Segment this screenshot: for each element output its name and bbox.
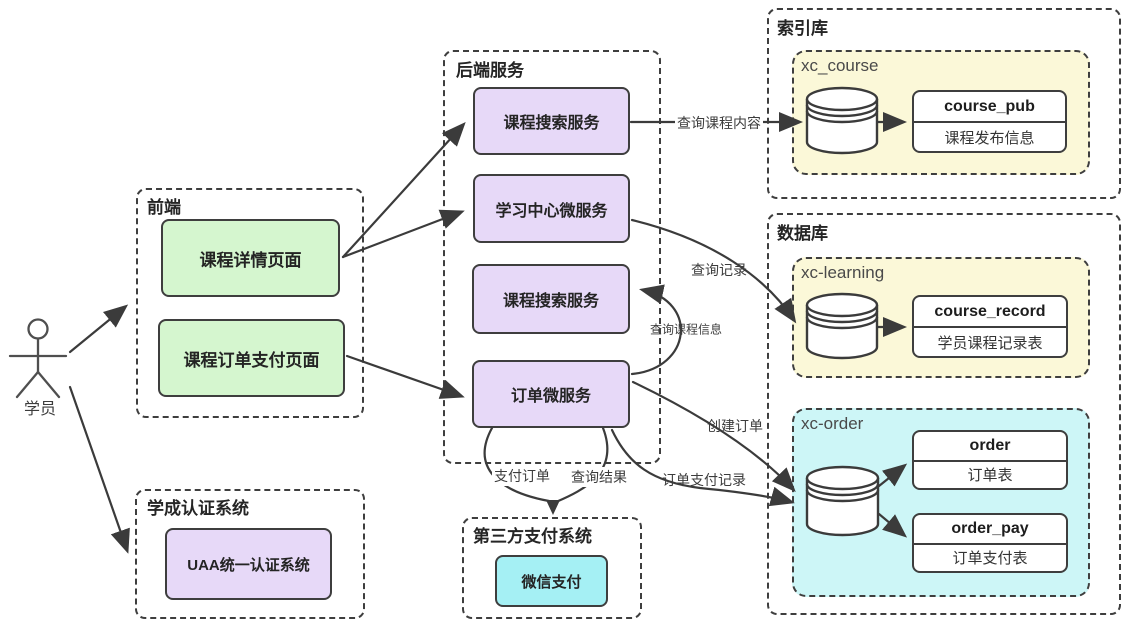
edge-label-query-result: 查询结果	[569, 467, 629, 487]
payment-group-title: 第三方支付系统	[473, 527, 592, 546]
order-table-row: 订单表	[967, 467, 1013, 485]
actor-label: 学员	[23, 401, 57, 418]
edge-label-query-course-info: 查询课程信息	[649, 322, 723, 337]
edge-actor-to-auth	[68, 385, 130, 554]
xc-course-db-name: xc_course	[801, 56, 879, 75]
auth-group	[135, 489, 365, 619]
backend-group-title: 后端服务	[456, 61, 524, 80]
order-pay-table-header: order_pay	[914, 515, 1066, 545]
course-pub-table-row: 课程发布信息	[944, 129, 1035, 147]
learning-center-service-node: 学习中心微服务	[473, 174, 630, 243]
uaa-auth-system-node: UAA统一认证系统	[165, 528, 332, 600]
course-record-table-row: 学员课程记录表	[937, 334, 1043, 352]
frontend-group	[136, 188, 364, 418]
payment-group	[462, 517, 642, 619]
edge-label-create-order: 创建订单	[707, 418, 763, 434]
edge-label-query-course-content: 查询课程内容	[675, 113, 763, 133]
edge-label-query-record: 查询记录	[691, 262, 747, 278]
course-search-service-node-2: 课程搜索服务	[472, 264, 630, 334]
edge-payment-arrowhead	[546, 500, 560, 515]
index-store-group	[767, 8, 1121, 199]
frontend-group-title: 前端	[147, 198, 181, 217]
order-table: order 订单表	[912, 430, 1068, 490]
course-pub-table: course_pub 课程发布信息	[912, 90, 1067, 153]
order-pay-table: order_pay 订单支付表	[912, 513, 1068, 573]
index-store-group-title: 索引库	[777, 19, 828, 38]
course-pub-table-header: course_pub	[914, 92, 1065, 124]
course-order-pay-page-node: 课程订单支付页面	[158, 319, 345, 397]
edge-label-pay-order: 支付订单	[492, 466, 552, 486]
database-group-title: 数据库	[777, 224, 828, 243]
xc-learning-db-name: xc-learning	[801, 263, 885, 282]
course-detail-page-node: 课程详情页面	[161, 219, 340, 297]
xc-order-db-name: xc-order	[801, 414, 864, 433]
order-pay-table-row: 订单支付表	[952, 550, 1028, 568]
edge-actor-to-frontend	[68, 304, 129, 354]
course-record-table-header: course_record	[914, 297, 1066, 329]
auth-group-title: 学成认证系统	[147, 499, 249, 518]
wechat-pay-node: 微信支付	[495, 555, 608, 607]
edge-label-order-pay-record: 订单支付记录	[662, 472, 746, 488]
order-table-header: order	[914, 432, 1066, 462]
order-service-node: 订单微服务	[472, 360, 630, 428]
course-search-service-node-1: 课程搜索服务	[473, 87, 630, 155]
course-record-table: course_record 学员课程记录表	[912, 295, 1068, 358]
actor-stick-figure-icon	[8, 318, 68, 399]
